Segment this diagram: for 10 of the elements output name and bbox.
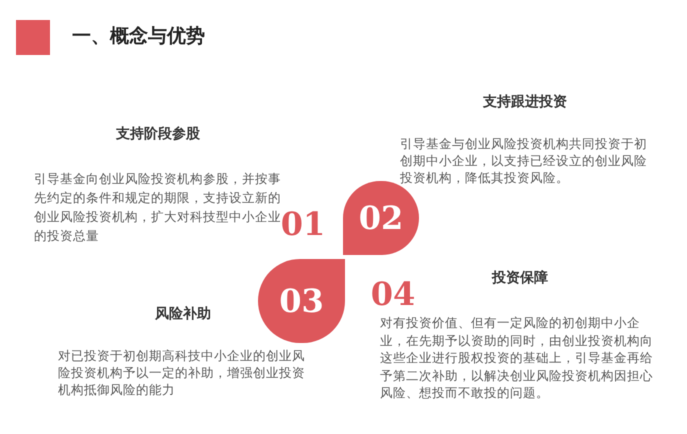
section-heading: 投资保障 — [490, 269, 549, 288]
section-text: 对有投资价值、但有一定风险的初创期中小企业，在先期予以资助的同时，由创业投资机构向这些企业进行股权投资的基础上，引导基金再给予第二次补助，以解决创业风险投资机构因担心风险、想投而不敢投的问题。 — [380, 314, 654, 402]
section-text: 对已投资于初创期高科技中小企业的创业风险投资机构予以一定的补助，增强创业投资机构抵御风险的能力 — [58, 347, 306, 398]
section-heading: 风险补助 — [154, 305, 212, 324]
section-text: 引导基金向创业风险投资机构参股，并按事先约定的条件和规定的期限，支持设立新的创业风险投资机构，扩大对科技型中小企业的投资总量 — [34, 170, 282, 245]
step-number: 04 — [366, 276, 420, 312]
section-heading: 支持阶段参股 — [115, 125, 201, 144]
number-teardrop: 03 — [258, 259, 345, 343]
title: 一、概念与优势 — [72, 24, 205, 49]
section-heading: 支持跟进投资 — [482, 93, 568, 112]
